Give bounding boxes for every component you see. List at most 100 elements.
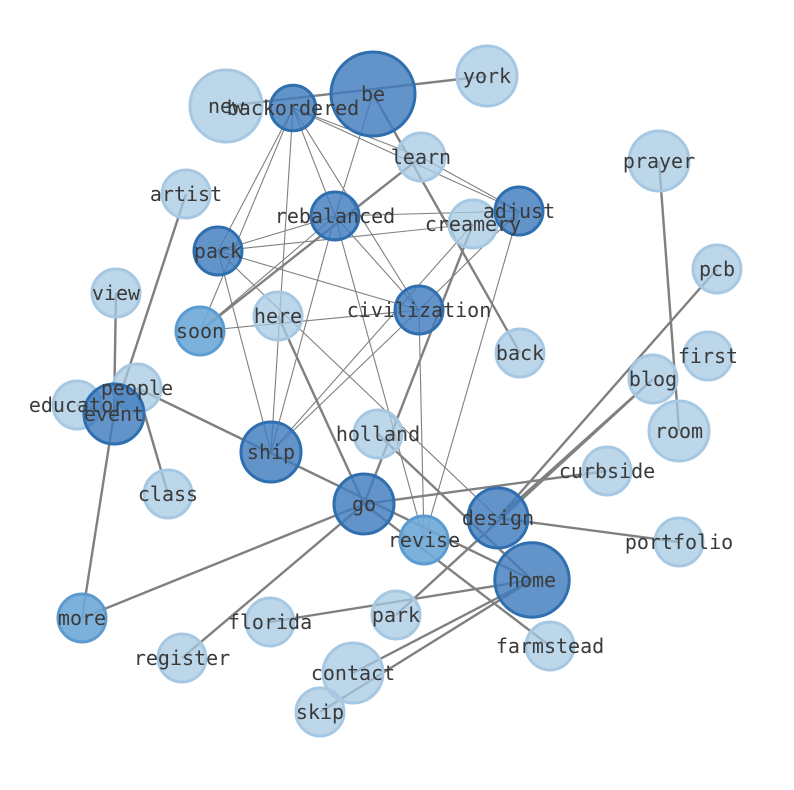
node-pcb: [691, 243, 743, 295]
edge-go-farmstead: [363, 503, 551, 647]
node-farmstead: [524, 620, 576, 672]
nodes-layer: [51, 44, 743, 738]
node-skip: [294, 686, 346, 738]
node-label-pack: pack: [194, 239, 242, 263]
node-learn: [395, 131, 447, 183]
edge-creamery-ship: [270, 223, 474, 453]
node-creamery: [447, 198, 499, 250]
node-label-curbside: curbside: [559, 459, 655, 483]
node-be: [329, 50, 417, 138]
node-label-york: york: [463, 64, 511, 88]
node-label-contact: contact: [311, 661, 395, 685]
node-label-skip: skip: [296, 700, 344, 724]
node-prayer: [627, 129, 691, 193]
node-register: [156, 632, 208, 684]
node-label-creamery: creamery: [425, 212, 521, 236]
edge-adjust-revise: [423, 210, 520, 541]
node-home: [493, 541, 571, 619]
node-label-rebalanced: rebalanced: [275, 204, 395, 228]
node-label-view: view: [92, 281, 141, 305]
node-new: [188, 68, 264, 144]
node-label-new: new: [208, 94, 245, 118]
node-here: [252, 290, 304, 342]
node-label-holland: holland: [336, 422, 420, 446]
edge-learn-soon: [199, 156, 422, 332]
node-revise: [398, 514, 450, 566]
node-florida: [244, 596, 296, 648]
edge-rebalanced-revise: [334, 215, 425, 541]
node-label-pcb: pcb: [699, 257, 735, 281]
node-soon: [174, 305, 226, 357]
node-rebalanced: [309, 190, 361, 242]
node-label-farmstead: farmstead: [496, 634, 604, 658]
edge-backordered-pack: [217, 107, 294, 252]
node-artist: [160, 168, 212, 220]
node-label-adjust: adjust: [483, 199, 555, 223]
edge-pack-ship: [217, 250, 272, 453]
edge-soon-civilization: [199, 309, 420, 332]
node-label-home: home: [508, 568, 556, 592]
edge-rebalanced-soon: [199, 215, 336, 332]
node-first: [682, 330, 734, 382]
node-class: [142, 468, 194, 520]
edge-event-more: [80, 413, 116, 619]
node-label-back: back: [496, 341, 544, 365]
node-back: [494, 327, 546, 379]
node-design: [466, 486, 530, 550]
node-civilization: [393, 284, 445, 336]
edge-blog-design: [497, 378, 654, 519]
node-label-go: go: [352, 492, 376, 516]
edge-here-go: [276, 315, 366, 505]
node-label-prayer: prayer: [623, 149, 695, 173]
edge-civilization-revise: [418, 309, 425, 541]
node-label-revise: revise: [388, 528, 460, 552]
node-view: [90, 267, 142, 319]
node-label-people: people: [101, 376, 173, 400]
node-label-soon: soon: [176, 319, 224, 343]
edge-pcb-design: [497, 268, 718, 519]
node-label-be: be: [361, 82, 385, 106]
node-label-room: room: [655, 419, 703, 443]
node-label-florida: florida: [228, 610, 312, 634]
node-label-backordered: backordered: [227, 96, 359, 120]
node-pack: [192, 225, 244, 277]
node-ship: [239, 420, 303, 484]
node-label-civilization: civilization: [347, 298, 492, 322]
node-adjust: [493, 185, 545, 237]
node-park: [370, 589, 422, 641]
node-label-ship: ship: [247, 440, 295, 464]
edge-rebalanced-ship: [270, 215, 336, 453]
node-label-educator: educator: [29, 393, 125, 417]
node-label-first: first: [678, 344, 738, 368]
node-york: [455, 44, 519, 108]
edge-people-home: [136, 386, 533, 582]
node-label-more: more: [58, 606, 106, 630]
edge-go-curbside: [363, 469, 608, 506]
edge-go-more: [81, 502, 365, 620]
node-room: [647, 399, 711, 463]
edge-go-register: [181, 503, 365, 659]
node-contact: [321, 641, 385, 705]
node-portfolio: [653, 516, 705, 568]
edge-backordered-soon: [199, 107, 294, 332]
node-more: [56, 592, 108, 644]
node-label-artist: artist: [150, 182, 222, 206]
node-event: [82, 382, 146, 446]
node-label-class: class: [138, 482, 198, 506]
node-label-park: park: [372, 603, 420, 627]
node-label-blog: blog: [629, 367, 677, 391]
node-label-design: design: [462, 506, 534, 530]
edge-civilization-ship: [270, 309, 420, 453]
node-go: [332, 472, 396, 536]
node-label-portfolio: portfolio: [625, 530, 733, 554]
edge-backordered-ship: [270, 107, 294, 453]
edge-be-back: [371, 93, 522, 354]
node-blog: [627, 353, 679, 405]
node-label-learn: learn: [391, 145, 451, 169]
node-backordered: [268, 83, 318, 133]
node-label-here: here: [254, 304, 302, 328]
node-label-register: register: [134, 646, 230, 670]
node-label-event: event: [84, 402, 144, 426]
